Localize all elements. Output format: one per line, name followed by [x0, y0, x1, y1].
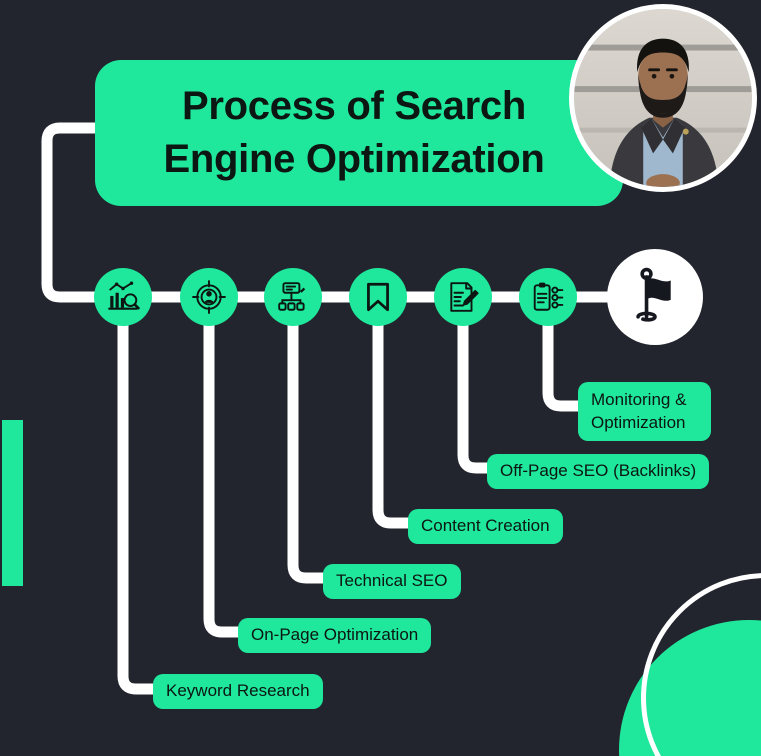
step-label-5: Off-Page SEO (Backlinks)	[487, 454, 710, 489]
step-node-5[interactable]	[434, 268, 492, 326]
sitemap-hierarchy-icon	[276, 280, 310, 314]
page-title-box: Process of Search Engine Optimization	[95, 60, 623, 206]
decorative-left-bar	[2, 420, 23, 586]
step-label-4: Content Creation	[408, 509, 563, 544]
step-node-1[interactable]	[94, 268, 152, 326]
page-title-line-2: Engine Optimization	[163, 137, 545, 181]
keyword-chart-search-icon	[106, 280, 140, 314]
step-label-3: Technical SEO	[323, 564, 461, 599]
step-node-6[interactable]	[519, 268, 577, 326]
flag-goal-icon	[626, 266, 684, 329]
clipboard-checklist-icon	[531, 280, 565, 314]
page-title: Process of Search Engine Optimization	[164, 80, 545, 186]
avatar-photo	[574, 9, 752, 187]
page-title-line-1: Process of Search	[182, 84, 526, 129]
step-label-1: Keyword Research	[153, 674, 323, 709]
step-node-3[interactable]	[264, 268, 322, 326]
avatar	[569, 4, 757, 192]
step-label-2: On-Page Optimization	[238, 618, 432, 653]
step-node-4[interactable]	[349, 268, 407, 326]
goal-node[interactable]	[607, 249, 703, 345]
step-label-6-line-2: Optimization	[591, 413, 686, 433]
step-node-2[interactable]	[180, 268, 238, 326]
bookmark-icon	[361, 280, 395, 314]
document-pencil-icon	[446, 280, 480, 314]
step-label-6: Monitoring & Optimization	[578, 382, 711, 441]
step-label-6-line-1: Monitoring &	[591, 390, 687, 409]
audience-target-icon	[192, 280, 226, 314]
decorative-white-ring	[641, 573, 761, 756]
